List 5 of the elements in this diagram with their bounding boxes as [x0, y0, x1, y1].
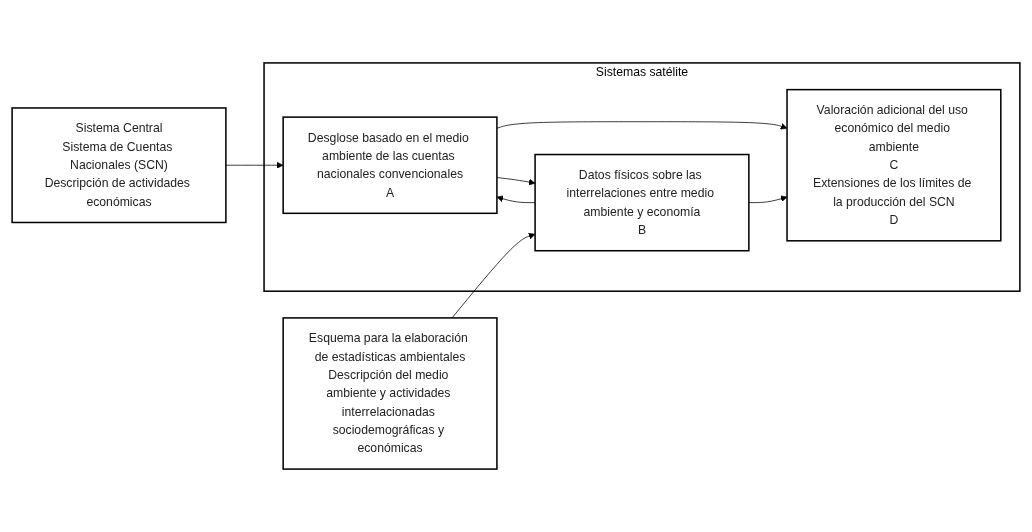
node-box: Datos físicos sobre las interrelaciones entre medio ambiente y economía B: [534, 153, 750, 252]
node-box: Valoración adicional del uso económico del medio ambiente C Extensiones de los límites de la producción del SCN D: [786, 88, 1002, 242]
node-box: Esquema para la elaboración de estadísticas ambientales Descripción del medio ambiente y actividades interrelacionadas sociodemográficas y económicas: [282, 317, 498, 470]
node-box: Sistema Central Sistema de Cuentas Nacionales (SCN) Descripción de actividades económicas: [11, 107, 227, 224]
node-box: Desglose basado en el medio ambiente de las cuentas nacionales convencionales A: [282, 116, 498, 215]
